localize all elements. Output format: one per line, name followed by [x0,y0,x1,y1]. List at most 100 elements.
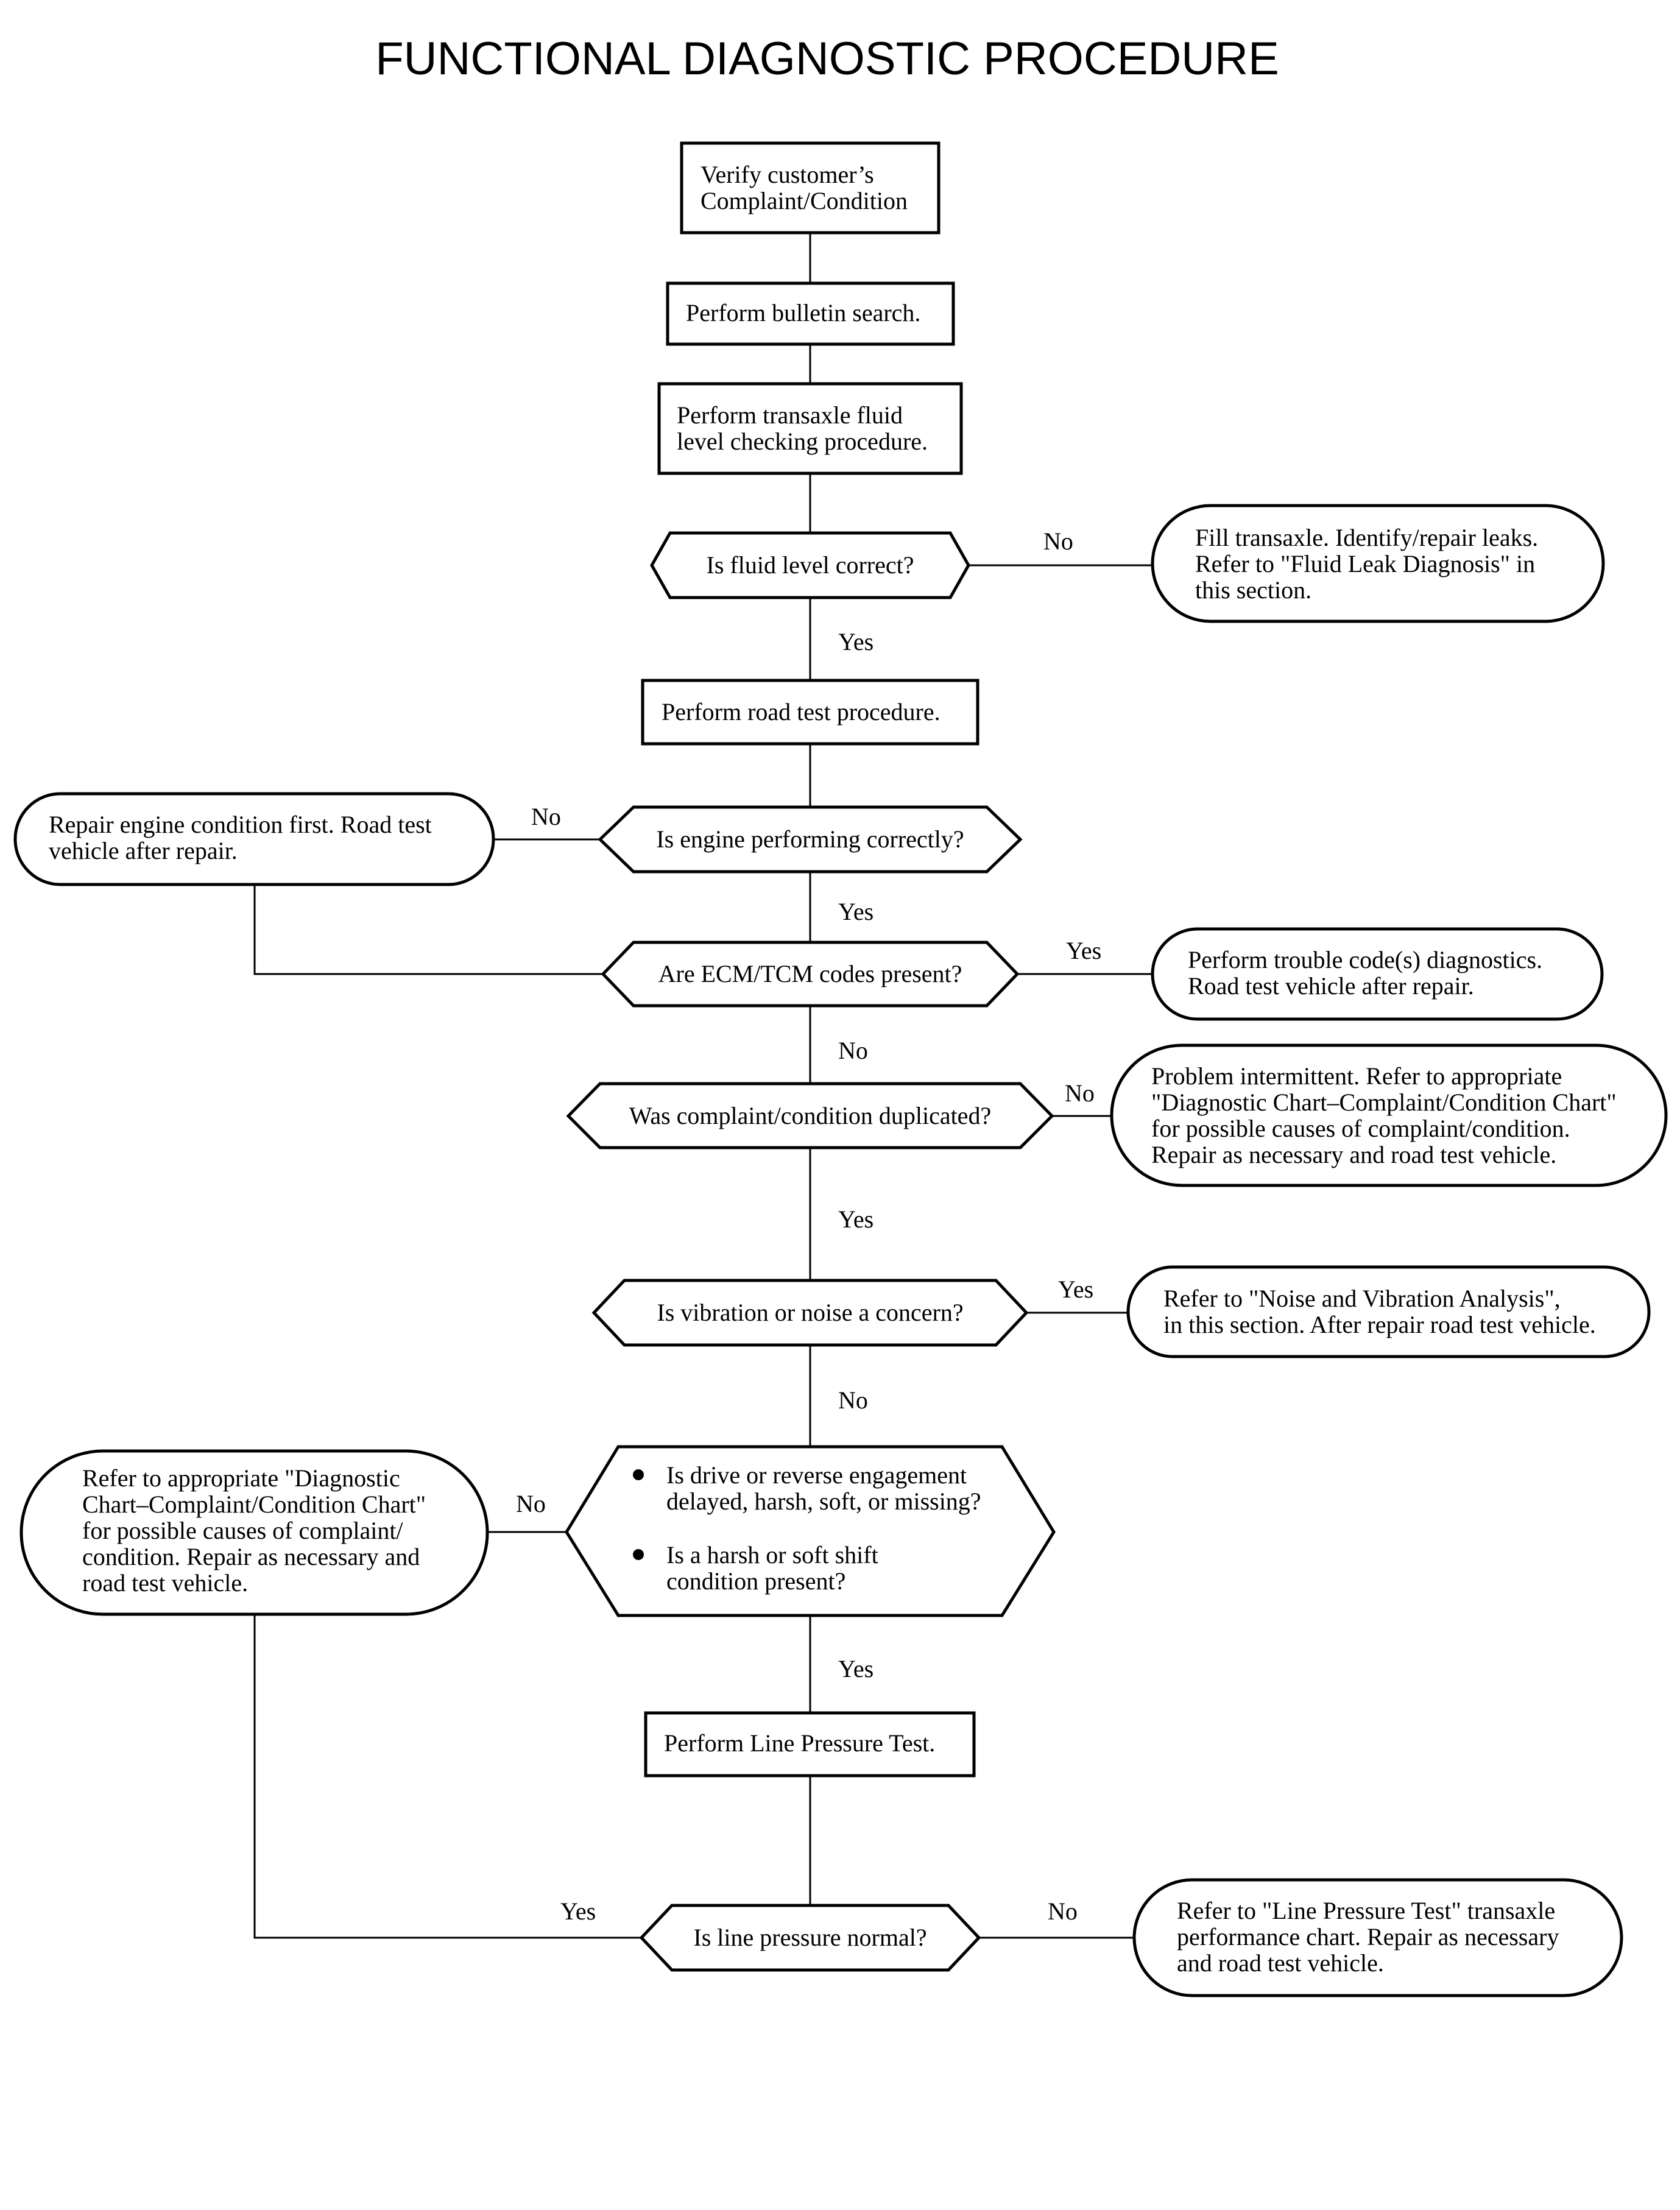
text-line: Is fluid level correct? [707,551,914,579]
page-title: FUNCTIONAL DIAGNOSTIC PROCEDURE [375,33,1279,85]
decision-diamond [639,1904,981,1972]
node-line-pressure-test: Perform Line Pressure Test. [644,1711,976,1778]
process-box [657,382,963,475]
process-box [641,679,979,746]
terminal-box [1110,1043,1668,1187]
edge-label-engagement-no: No [516,1490,546,1517]
text-line: Perform trouble code(s) diagnostics. [1188,946,1542,973]
text-line: Repair as necessary and road test vehicl… [1151,1141,1556,1168]
codes-question: Are ECM/TCM codes present? [658,960,962,987]
node-engine-decision: Is engine performing correctly? [598,805,1023,874]
text-line: Is vibration or noise a concern? [657,1299,963,1326]
text-line: Are ECM/TCM codes present? [658,960,962,987]
text-line: Refer to appropriate "Diagnostic [82,1464,400,1492]
engine-question: Is engine performing correctly? [656,825,964,853]
process-box [680,141,941,235]
terminal-box [1151,927,1604,1021]
decision-diamond [598,805,1023,874]
node-codes-decision: Are ECM/TCM codes present? [601,941,1020,1008]
text-line: Problem intermittent. Refer to appropria… [1151,1062,1562,1090]
bullet-icon [633,1549,644,1560]
text-line: Perform road test procedure. [662,698,941,725]
decision-diamond [650,531,970,599]
text-line: Is a harsh or soft shift [666,1541,878,1569]
text-line: Chart–Complaint/Condition Chart" [82,1491,426,1518]
decision-diamond [591,1279,1029,1347]
node-duplicated-decision: Was complaint/condition duplicated? [566,1082,1054,1149]
text-line: Perform transaxle fluid [677,401,903,429]
text-line: condition present? [666,1567,845,1595]
line-pressure-question: Is line pressure normal? [693,1924,926,1951]
bullet-icon [633,1469,644,1480]
text-line: delayed, harsh, soft, or missing? [666,1488,981,1515]
connector-diag-chart-pressure-yes [253,1614,641,1939]
edge-label-pressure-yes: Yes [560,1898,596,1925]
text-line: Refer to "Noise and Vibration Analysis", [1163,1285,1561,1312]
node-noise-analysis: Refer to "Noise and Vibration Analysis",… [1126,1265,1651,1358]
text-line: Is drive or reverse engagement [666,1461,967,1489]
duplicated-question: Was complaint/condition duplicated? [629,1102,991,1129]
line-pressure-test-text: Perform Line Pressure Test. [664,1729,935,1757]
edge-label-duplicated-yes: Yes [838,1206,874,1233]
text-line: in this section. After repair road test … [1163,1311,1596,1338]
edge-label-fluid-yes: Yes [838,628,874,655]
edge-label-fluid-no: No [1043,528,1073,555]
fill-transaxle-text: Fill transaxle. Identify/repair leaks.Re… [1195,524,1538,604]
process-box [666,281,955,346]
connectors [253,233,1152,1939]
text-line: "Diagnostic Chart–Complaint/Condition Ch… [1151,1089,1617,1116]
terminal-box [13,792,495,886]
text-line: vehicle after repair. [49,837,238,864]
node-intermittent: Problem intermittent. Refer to appropria… [1110,1043,1668,1187]
intermittent-text: Problem intermittent. Refer to appropria… [1151,1062,1617,1168]
connector-repair-engine-return [253,884,603,975]
node-trouble-codes: Perform trouble code(s) diagnostics.Road… [1151,927,1604,1021]
node-road-test: Perform road test procedure. [641,679,979,746]
text-line: Perform Line Pressure Test. [664,1729,935,1757]
text-line: Refer to "Line Pressure Test" transaxle [1177,1897,1555,1924]
text-line: Verify customer’s [701,161,874,188]
noise-analysis-text: Refer to "Noise and Vibration Analysis",… [1163,1285,1596,1338]
text-line: level checking procedure. [677,428,928,455]
terminal-box [1151,504,1605,623]
text-line: performance chart. Repair as necessary [1177,1923,1559,1951]
bulletin-search-text: Perform bulletin search. [686,299,920,327]
edge-label-pressure-no: No [1048,1898,1078,1925]
text-line: condition. Repair as necessary and [82,1543,420,1570]
fluid-level-question: Is fluid level correct? [707,551,914,579]
text-line: Was complaint/condition duplicated? [629,1102,991,1129]
edge-labels: No Yes No Yes Yes No No Yes Yes No No Ye… [516,528,1101,1925]
text-line: and road test vehicle. [1177,1949,1384,1977]
node-vibration-decision: Is vibration or noise a concern? [591,1279,1029,1347]
node-fill-transaxle: Fill transaxle. Identify/repair leaks.Re… [1151,504,1605,623]
text-line: Perform bulletin search. [686,299,920,327]
process-box [644,1711,976,1778]
decision-diamond [566,1082,1054,1149]
trouble-codes-text: Perform trouble code(s) diagnostics.Road… [1188,946,1542,1000]
node-repair-engine: Repair engine condition first. Road test… [13,792,495,886]
text-line: Is engine performing correctly? [656,825,964,853]
edge-label-codes-yes: Yes [1066,937,1101,964]
node-line-pressure-decision: Is line pressure normal? [639,1904,981,1972]
terminal-box [19,1449,489,1616]
text-line: Complaint/Condition [701,187,908,214]
repair-engine-text: Repair engine condition first. Road test… [49,811,432,864]
text-line: for possible causes of complaint/ [82,1517,403,1544]
edge-label-duplicated-no: No [1065,1079,1095,1107]
terminal-box [1126,1265,1651,1358]
edge-label-engine-no: No [531,803,561,830]
edge-label-engagement-yes: Yes [838,1655,874,1682]
vibration-question: Is vibration or noise a concern? [657,1299,963,1326]
text-line: Is line pressure normal? [693,1924,926,1951]
